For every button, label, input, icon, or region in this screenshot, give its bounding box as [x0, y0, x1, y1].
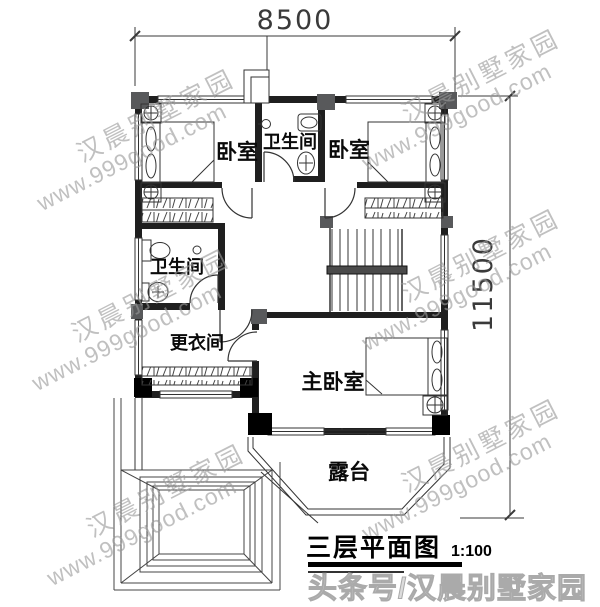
title-underline	[308, 562, 462, 573]
plan-title: 三层平面图 1:100	[306, 534, 492, 562]
label-bathroom-left: 卫生间	[150, 256, 204, 278]
dimension-top: 8500	[129, 5, 461, 92]
bedside-fixtures	[140, 103, 448, 416]
porch-roof	[113, 398, 281, 591]
label-terrace: 露台	[328, 460, 370, 484]
terrace-railing	[134, 398, 451, 524]
windows	[134, 95, 449, 436]
dimension-right: 11500	[458, 90, 524, 521]
flue-bump	[243, 69, 270, 104]
bathroom-left-fixtures	[141, 239, 202, 302]
label-master-bedroom: 主卧室	[302, 370, 365, 394]
bed-right	[367, 121, 444, 183]
room-labels: 卧室 卧室 卫生间 卫生间 更衣间 主卧室 露台	[150, 131, 370, 484]
bed-left	[141, 121, 215, 183]
label-bathroom-top: 卫生间	[263, 131, 317, 153]
staircase	[326, 228, 408, 312]
label-bedroom-left: 卧室	[216, 140, 258, 164]
bed-master	[365, 337, 448, 396]
doors	[189, 151, 356, 362]
columns-gray	[131, 92, 457, 324]
plan-title-text: 三层平面图	[306, 534, 442, 562]
dimension-height-label: 11500	[468, 236, 499, 332]
footer-banner: 头条号/汉晨别墅家园	[308, 573, 588, 606]
label-dressing-room: 更衣间	[170, 332, 224, 354]
plan-scale: 1:100	[451, 543, 492, 560]
columns-black	[134, 378, 450, 435]
dimension-width-label: 8500	[257, 5, 334, 36]
label-bedroom-right: 卧室	[328, 138, 370, 162]
bathroom-top-fixtures	[258, 113, 322, 175]
